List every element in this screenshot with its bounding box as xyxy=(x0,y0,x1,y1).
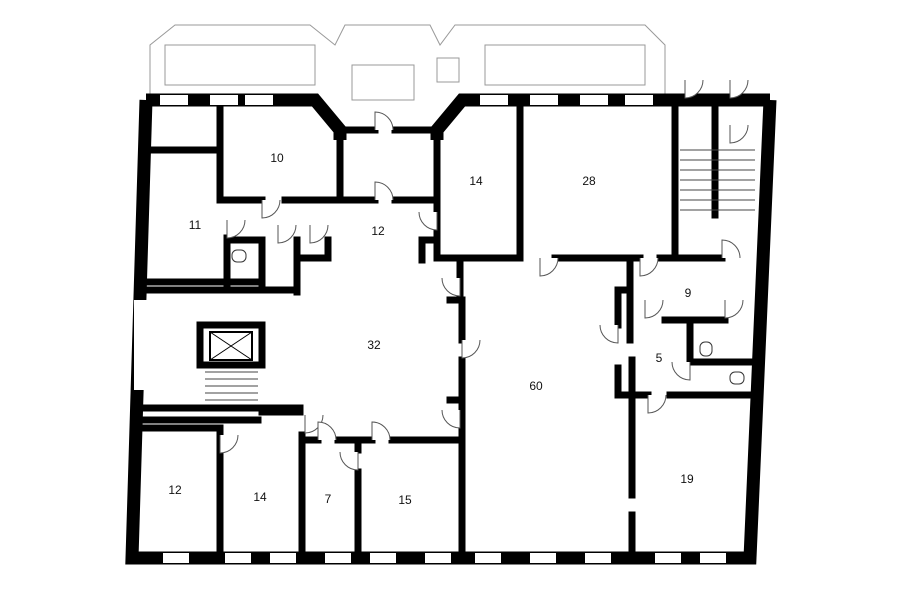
walls xyxy=(125,93,777,565)
door-swing xyxy=(371,421,391,441)
door-swing xyxy=(418,211,438,231)
door-swing xyxy=(339,451,359,471)
door-swing xyxy=(599,324,619,344)
door-swing xyxy=(539,257,559,277)
window xyxy=(580,95,608,105)
window xyxy=(530,95,558,105)
window xyxy=(585,553,611,563)
room-label-28: 28 xyxy=(582,174,596,188)
room-label-5: 5 xyxy=(655,351,663,365)
room-label-14-north: 14 xyxy=(469,174,483,188)
door-swing xyxy=(671,361,691,381)
outer-wall xyxy=(430,93,770,140)
window xyxy=(325,553,351,563)
doors xyxy=(219,79,749,471)
door-swing xyxy=(219,434,239,454)
door-swing xyxy=(374,181,394,201)
window xyxy=(700,553,726,563)
windows xyxy=(134,95,726,563)
door-swing xyxy=(317,421,337,441)
door-swing xyxy=(441,277,461,297)
window xyxy=(245,95,273,105)
door-swing xyxy=(309,224,329,244)
window xyxy=(425,553,451,563)
window xyxy=(370,553,396,563)
window xyxy=(210,95,238,105)
window xyxy=(134,300,148,390)
room-label-14-south: 14 xyxy=(253,490,267,504)
outer-wall xyxy=(146,93,347,140)
door-swing xyxy=(644,299,664,319)
window xyxy=(480,95,508,105)
door-swing xyxy=(729,79,749,99)
room-label-9: 9 xyxy=(684,286,692,300)
door-swing xyxy=(374,111,394,131)
window xyxy=(163,553,189,563)
courtyard-outline xyxy=(149,24,666,101)
window xyxy=(625,95,653,105)
window xyxy=(475,553,501,563)
window xyxy=(270,553,296,563)
door-swing xyxy=(461,339,481,359)
door-swing xyxy=(226,219,246,239)
staircase xyxy=(205,149,755,401)
door-swing xyxy=(441,409,461,429)
door-swing xyxy=(721,239,741,259)
toilet-fixtures xyxy=(231,249,745,385)
door-swing xyxy=(304,414,324,434)
window xyxy=(530,553,556,563)
room-label-11: 11 xyxy=(188,218,202,232)
window xyxy=(655,553,681,563)
door-swing xyxy=(639,257,659,277)
door-swing xyxy=(729,124,749,144)
room-label-15: 15 xyxy=(398,493,412,507)
room-label-7: 7 xyxy=(324,492,332,506)
room-label-32: 32 xyxy=(367,338,381,352)
door-swing xyxy=(684,79,704,99)
door-swing xyxy=(647,394,667,414)
window xyxy=(225,553,251,563)
room-label-12-south: 12 xyxy=(168,483,182,497)
door-swing xyxy=(277,224,297,244)
room-label-19: 19 xyxy=(680,472,694,486)
door-swing xyxy=(261,199,281,219)
room-label-60: 60 xyxy=(529,379,543,393)
room-label-12-hall: 12 xyxy=(371,224,385,238)
door-swing xyxy=(724,299,744,319)
window xyxy=(160,95,188,105)
room-label-10: 10 xyxy=(270,151,284,165)
